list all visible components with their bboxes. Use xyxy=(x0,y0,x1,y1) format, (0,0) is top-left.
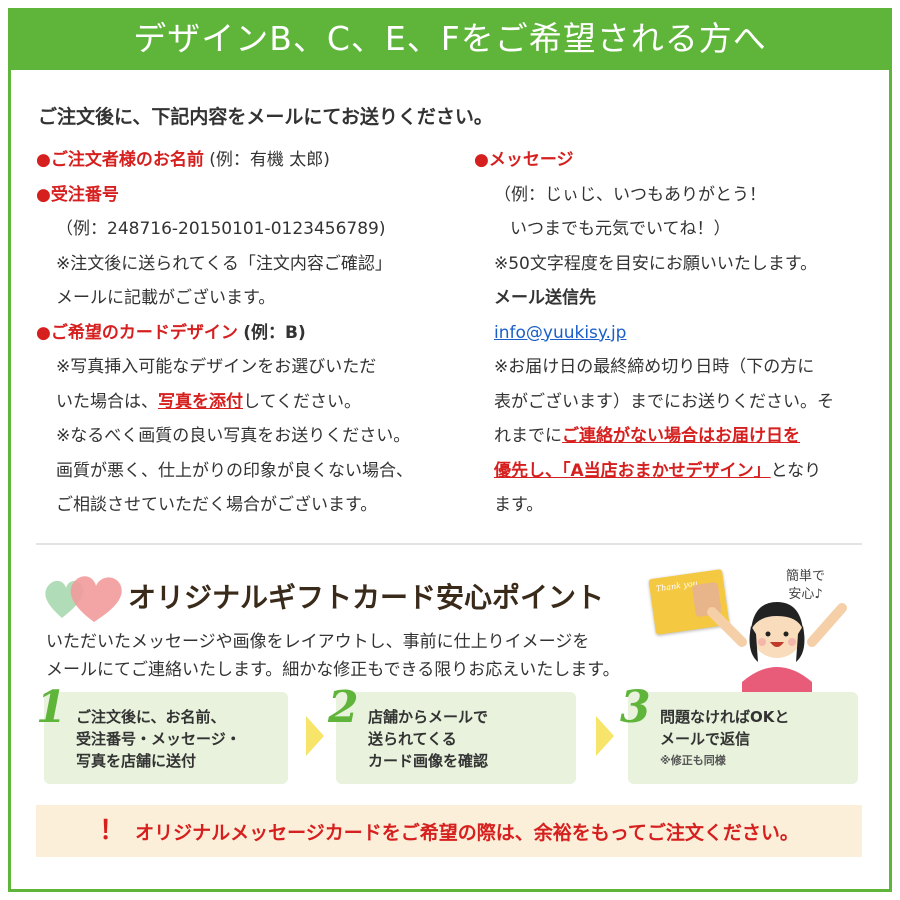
design-label: ●ご希望のカードデザイン xyxy=(36,322,238,343)
step-2-number: 2 xyxy=(328,682,359,733)
step-1-line-2: 受注番号・メッセージ・ xyxy=(76,730,241,748)
speech-text: 簡単で 安心♪ xyxy=(786,568,825,604)
deadline-emphasis-1: ご連絡がない場合はお届け日を xyxy=(562,426,800,446)
girl-illustration-icon xyxy=(707,602,847,692)
step-3-line-2: メールで返信 xyxy=(660,730,751,748)
step-2-text: 店舗からメールで 送られてくる カード画像を確認 xyxy=(368,706,488,772)
step-1-number: 1 xyxy=(36,682,67,733)
step-3-note: ※修正も同様 xyxy=(660,754,726,767)
message-example-2: いつまでも元気でいてね！） xyxy=(510,219,731,239)
order-note-1: ※注文後に送られてくる「注文内容ご確認」 xyxy=(56,253,392,274)
warning-text: オリジナルメッセージカードをご希望の際は、余裕をもってご注文ください。 xyxy=(135,822,799,844)
message-example-1: （例：じぃじ、いつもありがとう！ xyxy=(494,184,766,205)
quality-note-3: ご相談させていただく場合がございます。 xyxy=(56,495,378,515)
name-label: ●ご注文者様のお名前 xyxy=(36,150,204,170)
point-title: オリジナルギフトカード安心ポイント xyxy=(128,581,605,614)
mail-address-link[interactable]: info@yuukisy.jp xyxy=(494,322,627,343)
deadline-4: 優先し、「A当店おまかせデザイン」となり xyxy=(474,454,874,489)
order-example: （例：248716-20150101-0123456789) xyxy=(56,219,386,239)
speech-line-1: 簡単で xyxy=(786,569,826,584)
right-column: ●メッセージ （例：じぃじ、いつもありがとう！ いつまでも元気でいてね！） ※5… xyxy=(474,143,874,523)
quality-note-2: 画質が悪く、仕上がりの印象が良くない場合、 xyxy=(56,460,413,481)
step-3-line-1: 問題なければOKと xyxy=(660,708,790,726)
intro-text: ご注文後に、下記内容をメールにてお送りください。 xyxy=(38,106,493,128)
point-desc-1: いただいたメッセージや画像をレイアウトし、事前に仕上りイメージを xyxy=(46,632,590,652)
deadline-1: ※お届け日の最終締め切り日時（下の方に xyxy=(494,357,815,377)
order-note-2: メールに記載がございます。 xyxy=(56,288,276,308)
message-label: ●メッセージ xyxy=(474,150,574,170)
point-desc-2: メールにてご連絡いたします。細かな修正もできる限りお応えいたします。 xyxy=(46,660,620,680)
name-example: (例：有機 太郎) xyxy=(209,150,330,170)
page-title: デザインB、C、E、Fをご希望される方へ xyxy=(8,8,892,70)
deadline-emphasis-2: 優先し、「A当店おまかせデザイン」 xyxy=(494,460,771,481)
name-item: ●ご注文者様のお名前 (例：有機 太郎) xyxy=(36,143,456,178)
step-3: 3 問題なければOKと メールで返信 ※修正も同様 xyxy=(620,682,858,784)
photo-note-2: いた場合は、写真を添付してください。 xyxy=(36,385,456,420)
deadline-3a: れまでに xyxy=(494,426,562,446)
design-example: (例：B) xyxy=(243,322,306,343)
left-column: ●ご注文者様のお名前 (例：有機 太郎) ●受注番号 （例：248716-201… xyxy=(36,143,456,523)
hearts-icon xyxy=(45,576,122,622)
quality-note-1: ※なるべく画質の良い写真をお送りください。 xyxy=(56,426,411,446)
photo-note-1: ※写真挿入可能なデザインをお選びいただ xyxy=(56,357,377,377)
step-1-line-3: 写真を店舗に送付 xyxy=(76,752,197,770)
mail-label: メール送信先 xyxy=(494,288,596,308)
deadline-3: れまでにご連絡がない場合はお届け日を xyxy=(474,419,874,454)
step-1-line-1: ご注文後に、お名前、 xyxy=(76,708,226,726)
section-divider xyxy=(36,543,862,545)
step-1: 1 ご注文後に、お名前、 受注番号・メッセージ・ 写真を店舗に送付 xyxy=(36,682,288,784)
exclamation-icon: ！ xyxy=(99,816,126,846)
point-description: いただいたメッセージや画像をレイアウトし、事前に仕上りイメージを メールにてご連… xyxy=(46,628,620,684)
design-item: ●ご希望のカードデザイン (例：B) xyxy=(36,316,456,351)
warning-banner: ！ オリジナルメッセージカードをご希望の際は、余裕をもってご注文ください。 xyxy=(36,805,862,857)
deadline-5: ます。 xyxy=(494,495,544,515)
step-2-line-2: 送られてくる xyxy=(368,730,457,748)
deadline-2: 表がございます）までにお送りください。そ xyxy=(494,391,834,412)
step-1-text: ご注文後に、お名前、 受注番号・メッセージ・ 写真を店舗に送付 xyxy=(76,706,241,772)
message-note: ※50文字程度を目安にお願いいたします。 xyxy=(494,253,818,274)
step-3-text: 問題なければOKと メールで返信 ※修正も同様 xyxy=(660,706,789,772)
photo-attach-emphasis: 写真を添付 xyxy=(158,391,243,412)
order-label: ●受注番号 xyxy=(36,184,119,205)
step-arrow-2-icon xyxy=(596,716,614,756)
speech-line-2: 安心♪ xyxy=(788,587,823,602)
photo-note-2c: してください。 xyxy=(243,391,361,412)
photo-note-2a: いた場合は、 xyxy=(56,391,158,412)
step-2-line-3: カード画像を確認 xyxy=(368,752,489,770)
step-2-line-1: 店舗からメールで xyxy=(368,708,489,726)
step-2: 2 店舗からメールで 送られてくる カード画像を確認 xyxy=(328,682,576,784)
step-arrow-1-icon xyxy=(306,716,324,756)
step-3-number: 3 xyxy=(620,682,651,733)
deadline-4b: となり xyxy=(770,460,822,481)
